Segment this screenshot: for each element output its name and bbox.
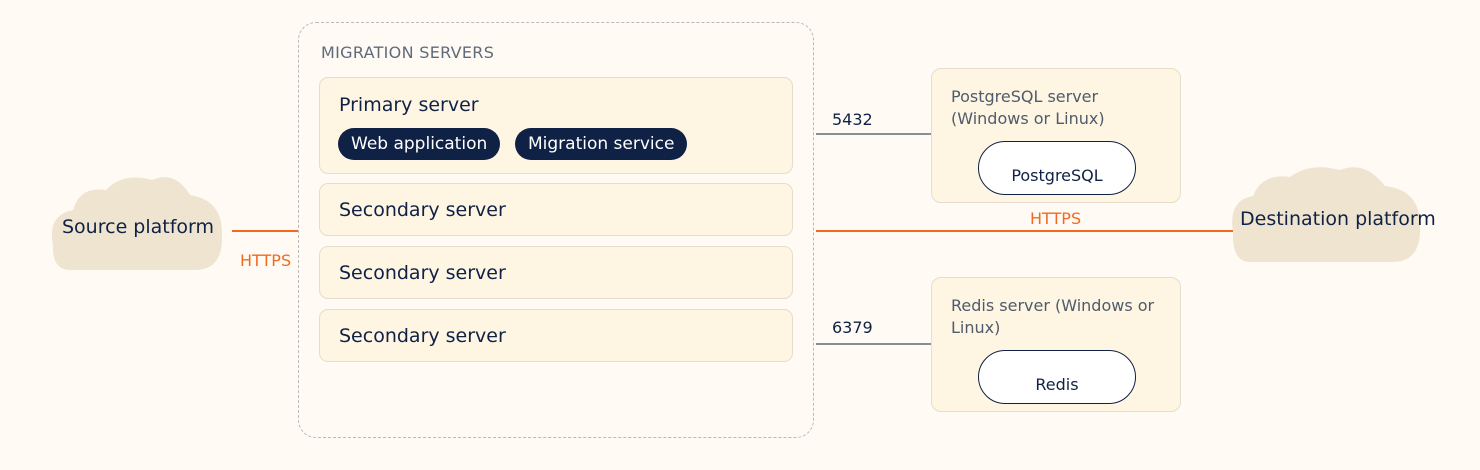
redis-db-node: Redis [978, 350, 1136, 404]
secondary-server-label: Secondary server [339, 199, 506, 221]
postgresql-server-box: PostgreSQL server (Windows or Linux) Pos… [931, 68, 1181, 203]
redis-server-label: Redis server (Windows or Linux) [951, 296, 1155, 337]
primary-server-label: Primary server [339, 94, 479, 116]
destination-cloud-icon [1232, 167, 1421, 262]
migration-service-badge: Migration service [515, 128, 688, 160]
migration-servers-group: MIGRATION SERVERS Primary server Web app… [298, 22, 814, 438]
web-application-badge: Web application [338, 128, 501, 160]
source-cloud-icon [51, 177, 223, 270]
source-protocol-label: HTTPS [240, 251, 292, 270]
secondary-server-label: Secondary server [339, 325, 506, 347]
primary-server: Primary server Web application Migration… [319, 77, 793, 174]
source-platform-label: Source platform [62, 216, 215, 238]
postgresql-server-label: PostgreSQL server (Windows or Linux) [951, 87, 1105, 128]
secondary-server: Secondary server [319, 309, 793, 362]
postgresql-db-node: PostgreSQL [978, 141, 1136, 195]
redis-server-box: Redis server (Windows or Linux) Redis [931, 277, 1181, 412]
redis-port-label: 6379 [832, 318, 873, 337]
secondary-server: Secondary server [319, 183, 793, 236]
destination-protocol-label: HTTPS [1024, 209, 1088, 228]
postgres-port-label: 5432 [832, 110, 873, 129]
destination-platform-label: Destination platform [1240, 208, 1436, 230]
secondary-server: Secondary server [319, 246, 793, 299]
group-title: MIGRATION SERVERS [321, 43, 495, 62]
secondary-server-label: Secondary server [339, 262, 506, 284]
